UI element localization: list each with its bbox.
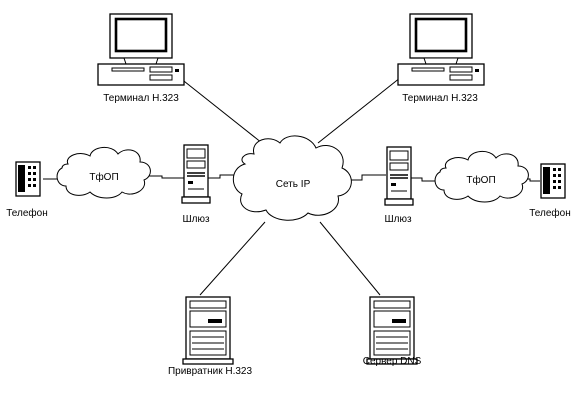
link-terminal-right <box>317 69 411 144</box>
terminal-right-computer-icon <box>396 12 486 87</box>
ip-network-cloud <box>232 135 352 221</box>
gateway-right-server-icon <box>384 146 414 206</box>
link-dns <box>319 221 381 296</box>
pstn-right-label: ТфОП <box>466 175 496 186</box>
link-pstn-left-gateway <box>146 175 185 179</box>
gateway-left-label: Шлюз <box>182 214 210 225</box>
phone-left-label: Телефон <box>6 208 48 219</box>
pstn-cloud-right <box>434 151 529 203</box>
phone-right-icon <box>540 163 566 199</box>
terminal-left-label: Терминал H.323 <box>103 93 179 104</box>
phone-right-label: Телефон <box>529 208 571 219</box>
link-gateway-left-ip <box>207 174 240 179</box>
terminal-right-label: Терминал H.323 <box>402 93 478 104</box>
dns-server-icon <box>366 296 418 365</box>
gateway-right-label: Шлюз <box>384 214 412 225</box>
link-gateway-right-pstn <box>410 177 438 182</box>
link-terminal-left <box>169 69 263 144</box>
pstn-cloud-left <box>56 147 151 199</box>
pstn-left-label: ТфОП <box>89 172 119 183</box>
gatekeeper-server-icon <box>182 296 234 365</box>
connection-lines <box>43 69 540 296</box>
ip-network-label: Сеть IP <box>275 179 311 190</box>
terminal-left-computer-icon <box>96 12 186 87</box>
gateway-left-server-icon <box>181 144 211 204</box>
link-gatekeeper <box>199 221 266 296</box>
dns-server-label: Сервер DNS <box>362 356 422 367</box>
link-gateway-right-ip <box>343 174 386 181</box>
phone-left-icon <box>15 161 41 197</box>
gatekeeper-label: Привратник H.323 <box>167 366 253 377</box>
